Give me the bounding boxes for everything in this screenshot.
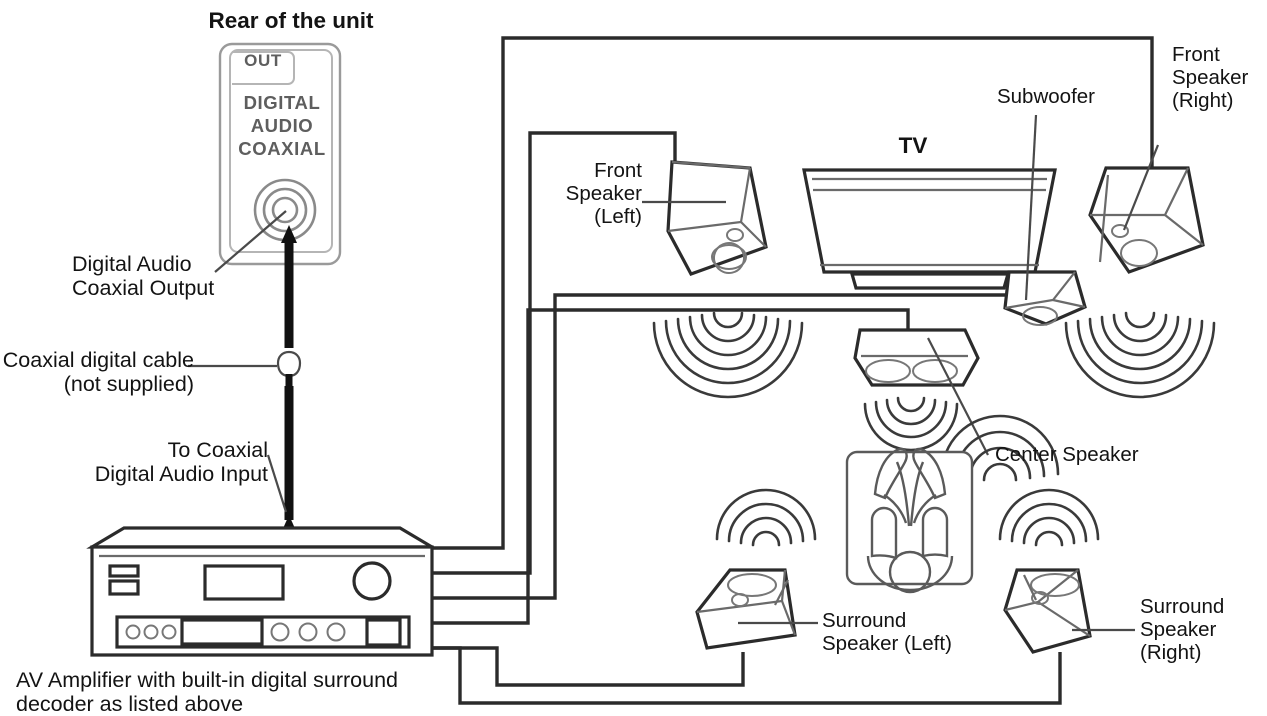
label-tv: TV xyxy=(898,133,928,158)
surround-speaker-right-group xyxy=(1003,568,1135,654)
label-surround-speaker-right: Surround Speaker (Right) xyxy=(1140,595,1225,664)
label-to-coaxial-digital-audio-input: To Coaxial Digital Audio Input xyxy=(94,438,268,487)
listener-group xyxy=(845,447,974,594)
soundwave-front-left xyxy=(652,311,804,399)
leader-to-coaxial-input xyxy=(266,454,288,513)
av-amplifier-group xyxy=(86,526,438,657)
coaxial-cable-group xyxy=(188,225,302,533)
surround-speaker-left-group xyxy=(695,568,818,650)
wire-surround-speaker-right xyxy=(432,646,1062,705)
rear-panel-line-digital: DIGITAL xyxy=(243,92,321,113)
front-speaker-left-group xyxy=(642,160,768,276)
leader-digital-audio-output xyxy=(214,210,287,273)
label-front-speaker-left: Front Speaker (Left) xyxy=(565,159,642,228)
front-speaker-right-group xyxy=(1088,144,1205,274)
soundwave-center xyxy=(863,396,959,452)
wire-center-speaker xyxy=(432,308,910,625)
wire-front-speaker-left xyxy=(432,131,677,575)
subwoofer-group xyxy=(1003,114,1087,326)
label-subwoofer: Subwoofer xyxy=(996,85,1095,108)
center-speaker-group xyxy=(853,328,989,456)
soundwave-front-right xyxy=(1064,311,1216,399)
wire-surround-speaker-left xyxy=(432,646,745,687)
label-digital-audio-coaxial-output: Digital Audio Coaxial Output xyxy=(72,252,215,301)
label-center-speaker: Center Speaker xyxy=(995,443,1139,466)
page-title: Rear of the unit xyxy=(208,8,374,33)
label-coaxial-digital-cable: Coaxial digital cable (not supplied) xyxy=(2,348,194,397)
rear-panel-line-coaxial: COAXIAL xyxy=(238,138,326,159)
soundwave-surround-left xyxy=(715,488,817,547)
label-surround-speaker-left: Surround Speaker (Left) xyxy=(822,609,952,655)
rear-panel-group xyxy=(218,42,342,266)
tv-group xyxy=(802,168,1057,290)
rear-panel-line-audio: AUDIO xyxy=(250,115,314,136)
rear-panel-out-tab: OUT xyxy=(244,51,282,70)
label-front-speaker-right: Front Speaker (Right) xyxy=(1172,43,1249,112)
label-av-amplifier-caption: AV Amplifier with built-in digital surro… xyxy=(16,668,398,716)
soundwave-surround-right xyxy=(998,488,1100,547)
wire-front-speaker-right xyxy=(432,36,1154,550)
